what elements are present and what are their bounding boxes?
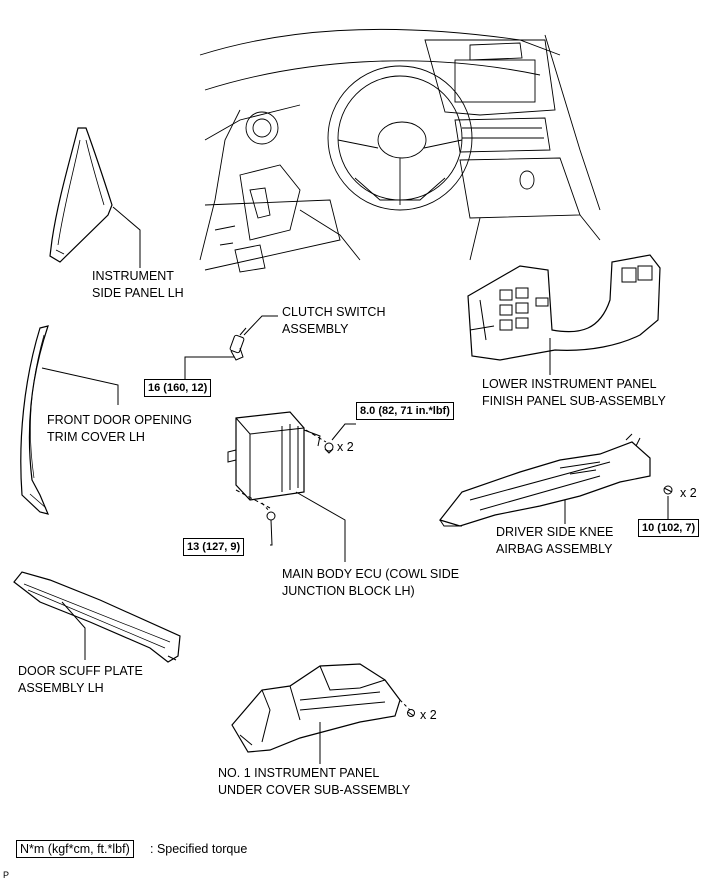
under-cover-illustration — [231, 663, 401, 753]
lower-finish-panel-illustration — [467, 254, 661, 361]
torque-airbag: 10 (102, 7) — [638, 519, 700, 537]
label-main-body-ecu: MAIN BODY ECU (COWL SIDE JUNCTION BLOCK … — [282, 567, 460, 598]
knee-airbag-illustration — [438, 433, 651, 527]
instrument-side-panel-illustration — [49, 127, 113, 263]
label-door-scuff: DOOR SCUFF PLATE ASSEMBLY LH — [18, 664, 143, 695]
leader-ecu-bolt-torque — [270, 519, 273, 546]
leader-clutch-torque — [184, 356, 234, 380]
torque-clutch: 16 (160, 12) — [144, 379, 212, 397]
label-lower-finish-panel: LOWER INSTRUMENT PANEL FINISH PANEL SUB-… — [482, 377, 666, 408]
ecu-bolt-illustration — [261, 502, 276, 521]
leader-door-scuff — [61, 601, 86, 660]
torque-ecu-nut: 8.0 (82, 71 in.*lbf) — [356, 402, 454, 420]
dashboard-illustration — [199, 28, 601, 273]
door-scuff-illustration — [13, 571, 181, 663]
clutch-switch-illustration — [229, 327, 247, 361]
leader-instrument-side-panel — [112, 206, 141, 268]
legend-torque-unit: N*m (kgf*cm, ft.*lbf) — [16, 840, 134, 858]
ecu-nut-illustration — [305, 429, 334, 454]
leader-main-body-ecu — [295, 491, 346, 562]
main-body-ecu-illustration — [227, 411, 321, 509]
label-front-door-trim: FRONT DOOR OPENING TRIM COVER LH — [47, 413, 192, 444]
torque-ecu-bolt: 13 (127, 9) — [183, 538, 245, 556]
label-under-cover: NO. 1 INSTRUMENT PANEL UNDER COVER SUB-A… — [218, 766, 411, 797]
airbag-bolt-illustration — [663, 485, 673, 505]
qty-ecu-nut: x 2 — [337, 440, 354, 454]
corner-mark: P — [3, 870, 10, 880]
front-door-trim-illustration — [20, 325, 50, 515]
under-cover-bolt-illustration — [399, 699, 415, 717]
leader-ecu-nut-torque — [331, 423, 356, 441]
qty-airbag: x 2 — [680, 486, 697, 500]
legend-text: : Specified torque — [150, 842, 248, 856]
label-instrument-side-panel: INSTRUMENT SIDE PANEL LH — [92, 269, 184, 300]
leader-front-door-trim — [41, 367, 119, 405]
leader-clutch-switch — [243, 315, 278, 336]
label-knee-airbag: DRIVER SIDE KNEE AIRBAG ASSEMBLY — [496, 525, 614, 556]
label-clutch-switch: CLUTCH SWITCH ASSEMBLY — [282, 305, 386, 336]
qty-under-cover: x 2 — [420, 708, 437, 722]
